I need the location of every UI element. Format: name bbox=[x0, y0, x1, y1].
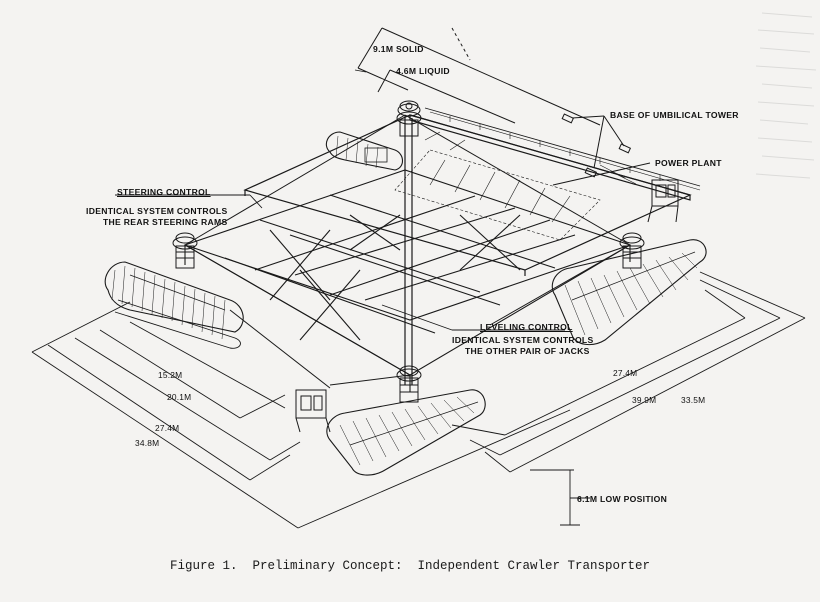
dimension-39-9: 39.9M bbox=[632, 395, 657, 405]
dimension-20-1: 20.1M bbox=[167, 392, 192, 402]
power-plant-label: POWER PLANT bbox=[655, 158, 722, 168]
dimension-34-8: 34.8M bbox=[135, 438, 160, 448]
crawler-track-rear bbox=[325, 131, 404, 171]
bleed-through-texture bbox=[755, 12, 817, 179]
liquid-dimension-label: 4.6M LIQUID bbox=[396, 66, 450, 76]
callout-leaders bbox=[115, 194, 565, 331]
dimension-lines-right bbox=[451, 271, 806, 526]
dimension-27-4-left: 27.4M bbox=[155, 423, 180, 433]
solid-dimension-label: 9.1M SOLID bbox=[373, 44, 424, 54]
figure-caption: Figure 1. Preliminary Concept: Independe… bbox=[169, 559, 651, 573]
steering-control-line2: THE REAR STEERING RAMS bbox=[103, 217, 228, 227]
umbilical-base-markers bbox=[561, 113, 632, 178]
steering-control-line1: IDENTICAL SYSTEM CONTROLS bbox=[86, 206, 228, 216]
dimension-27-4-right: 27.4M bbox=[613, 368, 638, 378]
crawler-track-right bbox=[551, 239, 707, 346]
crawler-track-front bbox=[326, 389, 486, 476]
power-plant bbox=[394, 131, 637, 241]
jack-rear bbox=[396, 111, 422, 137]
dimension-33-5: 33.5M bbox=[681, 395, 706, 405]
top-dimension-lines bbox=[354, 27, 601, 126]
center-mast bbox=[397, 100, 421, 385]
cab-front bbox=[295, 389, 331, 433]
jack-left bbox=[172, 232, 198, 269]
jack-right bbox=[619, 232, 645, 269]
leveling-control-line1: IDENTICAL SYSTEM CONTROLS bbox=[452, 335, 594, 345]
leveling-control-line2: THE OTHER PAIR OF JACKS bbox=[465, 346, 590, 356]
strut-lines bbox=[184, 114, 631, 389]
umbilical-tower-label: BASE OF UMBILICAL TOWER bbox=[610, 110, 739, 120]
steering-control-title: STEERING CONTROL bbox=[117, 187, 211, 197]
truss-frame bbox=[183, 169, 632, 392]
jack-front bbox=[396, 365, 422, 403]
cab-right bbox=[647, 179, 679, 223]
crawler-track-left bbox=[104, 261, 244, 349]
dimension-15-2: 15.2M bbox=[158, 370, 183, 380]
dimension-lines-left bbox=[31, 301, 571, 529]
low-position-label: 6.1M LOW POSITION bbox=[577, 494, 668, 504]
leveling-control-title: LEVELING CONTROL bbox=[480, 322, 573, 332]
